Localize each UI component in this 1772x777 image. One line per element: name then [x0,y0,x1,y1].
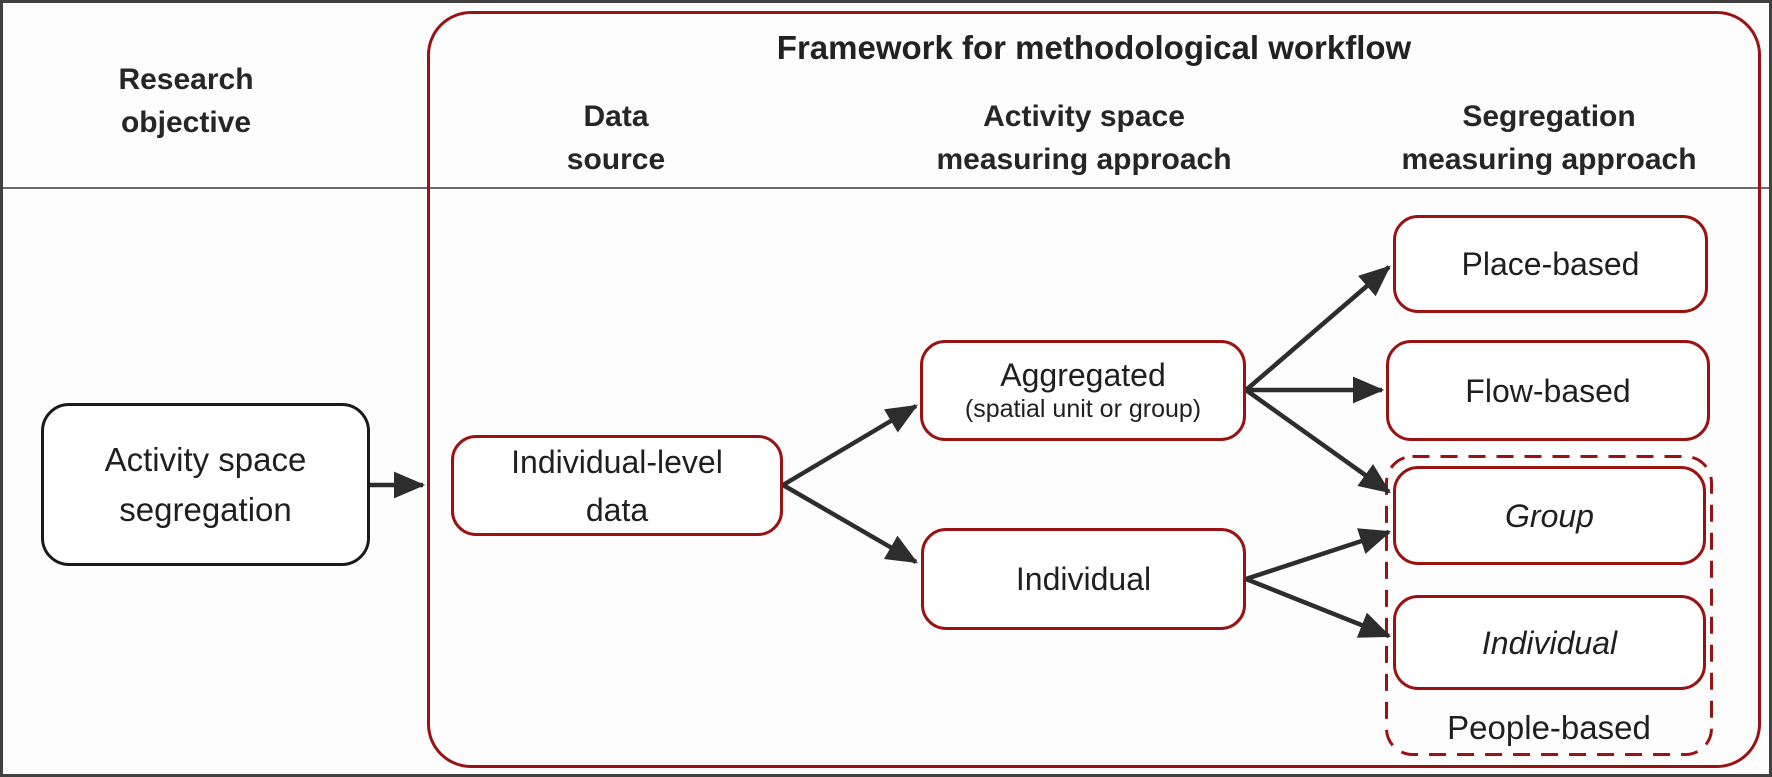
arrow-aggregated-to-group [1244,388,1391,494]
column-header-data-source: Data source [566,100,666,176]
arrow-individual-to-individual-segregation [1245,576,1392,639]
node-aggregated: Aggregated (spatial unit or group) [920,340,1246,441]
node-aggregated-subtitle: (spatial unit or group) [964,394,1202,423]
framework-border [427,11,1761,768]
node-group: Group [1393,466,1706,565]
column-header-research-objective: Research objective [118,63,254,139]
node-flow-based: Flow-based [1386,340,1710,441]
connector-layer [370,265,1713,756]
arrow-data-to-individual [781,483,918,564]
node-place-based: Place-based [1393,215,1708,313]
column-header-segregation-measuring-approach: Segregation measuring approach [1401,100,1697,176]
people-based-label: People-based [1447,709,1651,746]
arrow-individual-to-group [1245,528,1392,582]
node-individual-level-data: Individual-level data [451,435,783,536]
node-activity-space-segregation: Activity space segregation [41,403,370,566]
node-individual-segregation: Individual [1393,595,1706,690]
node-individual-activity: Individual [921,528,1246,630]
arrow-data-to-aggregated [781,404,918,487]
header-separator-line [3,187,1769,189]
people-based-dashed-container [1385,455,1713,756]
column-header-activity-space-measuring-approach: Activity space measuring approach [936,100,1232,176]
node-aggregated-title: Aggregated [1000,357,1166,394]
arrow-aggregated-to-place-based [1244,265,1391,392]
framework-title: Framework for methodological workflow [776,29,1412,66]
